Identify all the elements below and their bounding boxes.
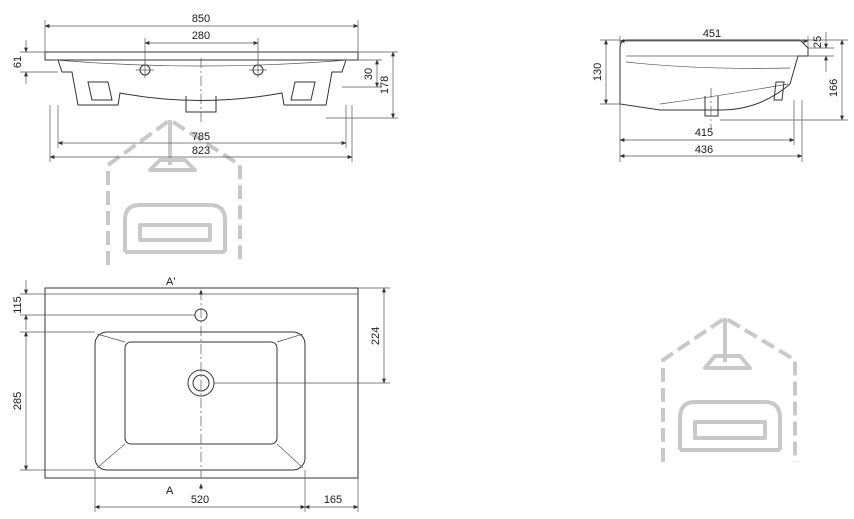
- dim-rim-depth: 30: [363, 68, 375, 80]
- dim-top-thickness: 61: [12, 56, 24, 68]
- section-label-top: A': [166, 276, 175, 288]
- dim-overall-width: 850: [192, 13, 210, 25]
- dim-bottom-depth: 415: [695, 127, 713, 139]
- dim-drain-offset: 224: [370, 327, 382, 345]
- dim-body-height: 130: [592, 63, 604, 81]
- dim-bowl-width: 520: [191, 494, 209, 506]
- side-view: 451 415 436 130 25 166: [592, 28, 848, 162]
- dim-tap-spacing: 280: [192, 30, 210, 42]
- dim-base-width: 823: [192, 145, 210, 157]
- section-label-bottom: A: [166, 485, 174, 497]
- dim-side-total-height: 166: [828, 79, 840, 97]
- dim-right-margin: 165: [324, 494, 342, 506]
- dim-front-edge: 25: [812, 36, 824, 48]
- dim-total-height: 178: [379, 76, 391, 94]
- dim-tap-offset: 115: [12, 296, 24, 314]
- top-view: A' A 115 285 224 520 165: [12, 276, 390, 512]
- dim-base-depth: 436: [695, 144, 713, 156]
- tap-hole-right: [249, 62, 267, 78]
- house-sofa-watermark-icon: [106, 117, 242, 265]
- dim-top-depth: 451: [703, 28, 721, 40]
- dim-bowl-depth: 285: [12, 392, 24, 410]
- house-sofa-watermark-icon: [661, 315, 797, 462]
- front-view: 850 280 785 823 61 30 178: [12, 13, 398, 162]
- tap-hole-left: [136, 62, 154, 78]
- dim-inner-width: 785: [192, 131, 210, 143]
